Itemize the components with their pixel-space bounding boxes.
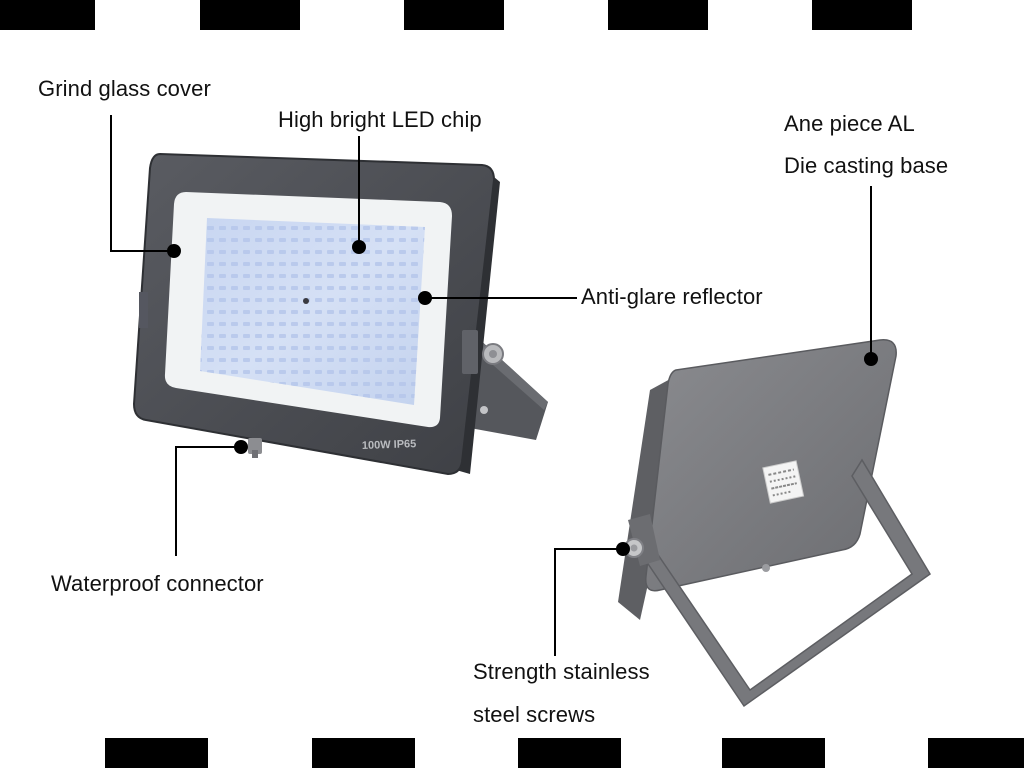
stripe-block [105, 738, 208, 768]
rating-sticker [762, 460, 805, 504]
dot-waterproof-connector [234, 440, 248, 454]
sensor-dot [303, 298, 309, 304]
side-clip-right [462, 330, 478, 374]
label-steel-screws: steel screws [473, 702, 596, 727]
stripe-block [0, 0, 95, 30]
leader-stainless-screws [554, 548, 623, 656]
stripe-block [608, 0, 708, 30]
dot-led-chip [352, 240, 366, 254]
stripe-block [722, 738, 825, 768]
callout-leaders [110, 115, 878, 656]
stripe-block [200, 0, 300, 30]
side-clip-left [139, 292, 148, 328]
label-ane-piece-al: Ane piece AL [784, 111, 915, 136]
stripe-block [518, 738, 621, 768]
bottom-border-stripes [0, 738, 1024, 768]
stripe-block [812, 0, 912, 30]
rear-floodlight [618, 339, 931, 708]
dot-die-casting-base [864, 352, 878, 366]
waterproof-connector [248, 438, 262, 454]
led-chip-array [200, 218, 425, 405]
front-floodlight: 100W IP65 [132, 152, 548, 476]
stripe-block [928, 738, 1024, 768]
label-strength-stainless: Strength stainless [473, 659, 650, 684]
dot-anti-glare [418, 291, 432, 305]
leader-grind-glass-cover [110, 115, 174, 252]
top-border-stripes [0, 0, 1024, 30]
die-casting-base [645, 339, 897, 592]
dot-stainless-screws [616, 542, 630, 556]
rear-bracket [638, 458, 931, 708]
model-marking: 100W IP65 [362, 438, 417, 452]
leader-waterproof-connector [175, 446, 241, 556]
label-anti-glare-reflector: Anti-glare reflector [581, 284, 763, 309]
dot-grind-glass-cover [167, 244, 181, 258]
stripe-block [312, 738, 415, 768]
label-high-bright-led-chip: High bright LED chip [278, 107, 482, 132]
label-die-casting-base: Die casting base [784, 153, 949, 178]
stripe-block [404, 0, 504, 30]
rear-housing-depth [618, 378, 672, 620]
label-grind-glass-cover: Grind glass cover [38, 76, 211, 101]
label-waterproof-connector: Waterproof connector [51, 571, 264, 596]
